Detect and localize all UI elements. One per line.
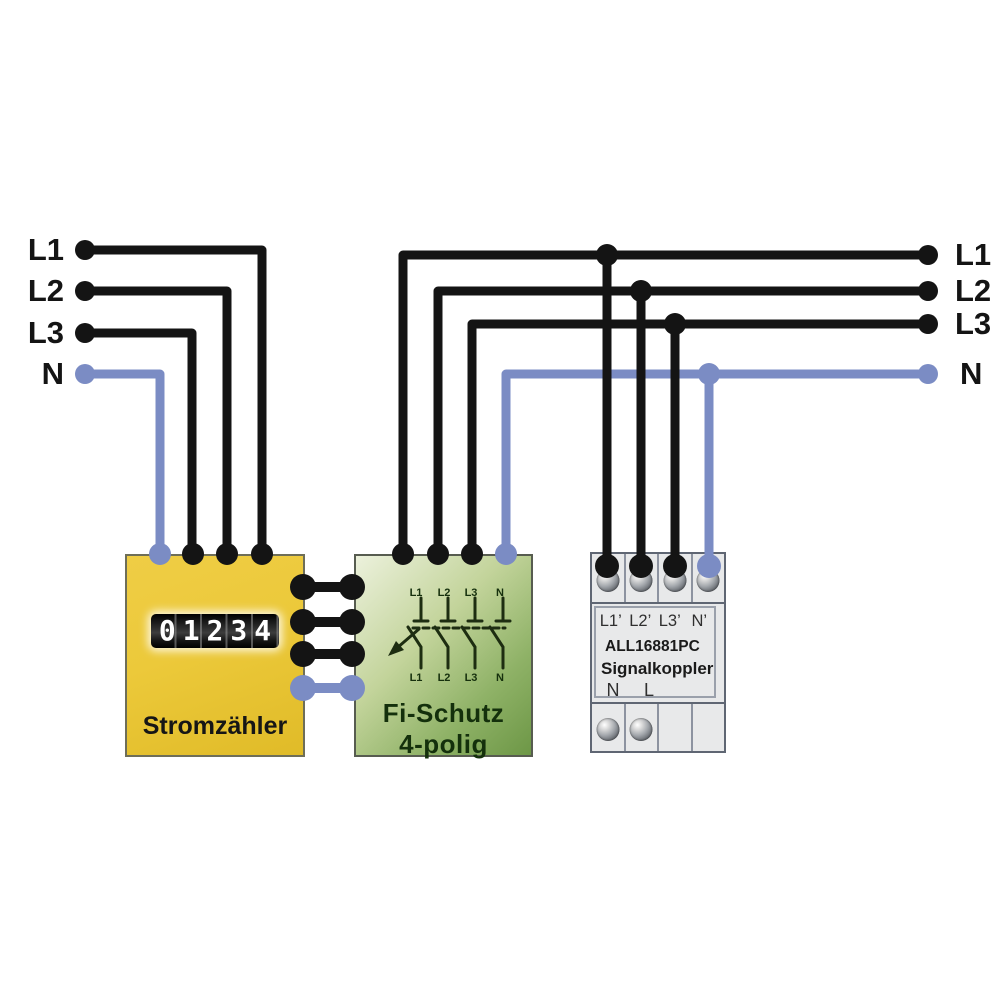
left-label-l2: L2 bbox=[27, 273, 64, 308]
coupler-output-n: N bbox=[606, 680, 620, 700]
coupler-terminal-cell bbox=[693, 704, 725, 751]
coupler-terminal-labels: L1’ L2’ L3’ N’ bbox=[596, 612, 714, 631]
rcd-title-line1: Fi-Schutz bbox=[382, 698, 505, 728]
wire-n-rcd-to-right bbox=[501, 369, 933, 555]
rcd-pole-bottom-l3: L3 bbox=[464, 672, 478, 684]
dot-l1-left bbox=[75, 240, 95, 260]
right-label-l3: L3 bbox=[955, 306, 992, 341]
wire-l1-rcd-to-right bbox=[398, 250, 933, 555]
terminal-screw-icon bbox=[629, 569, 653, 592]
counter-wheel-separators bbox=[151, 614, 279, 648]
dot-n-right bbox=[918, 364, 938, 384]
coupler-terminal-cell bbox=[592, 554, 626, 602]
coupler-terminal-cell bbox=[592, 704, 626, 751]
rcd-pole-bottom-l1: L1 bbox=[409, 672, 423, 684]
meter-name: Stromzähler bbox=[142, 712, 288, 740]
coupler-box: L1’ L2’ L3’ N’ ALL16881PC Signalkoppler … bbox=[590, 552, 726, 753]
wire-l2-rcd-to-right bbox=[433, 286, 933, 555]
meter-counter: 01234 bbox=[151, 614, 279, 648]
coupler-terminal-cell bbox=[626, 554, 659, 602]
coupler-terminal-cell bbox=[693, 554, 725, 602]
terminal-screw-icon bbox=[596, 569, 620, 592]
left-label-l1: L1 bbox=[27, 232, 64, 267]
coupler-term-l3: L3’ bbox=[658, 612, 681, 630]
rcd-pole-top-n: N bbox=[496, 587, 504, 599]
wire-l3-rcd-to-right bbox=[467, 319, 933, 555]
dot-l3-right bbox=[918, 314, 938, 334]
dot-l3-junction bbox=[664, 313, 686, 335]
rcd-pole-top-l3: L3 bbox=[464, 587, 478, 599]
coupler-terminal-cell bbox=[659, 704, 693, 751]
coupler-terminal-cell bbox=[659, 554, 693, 602]
right-label-l2: L2 bbox=[955, 273, 992, 308]
dot-l2-left bbox=[75, 281, 95, 301]
dot-l1-junction bbox=[596, 244, 618, 266]
rcd-pole-bottom-l2: L2 bbox=[437, 672, 451, 684]
dot-l2-junction bbox=[630, 280, 652, 302]
right-label-l1: L1 bbox=[955, 237, 992, 272]
dot-l3-left bbox=[75, 323, 95, 343]
dot-n-left bbox=[75, 364, 95, 384]
rcd-box: L1 L2 L3 N L1 L2 L3 N Fi-Schutz 4-polig bbox=[354, 554, 533, 759]
wire-l3-left-to-meter bbox=[80, 328, 197, 555]
wire-n-left-to-meter bbox=[80, 369, 165, 555]
terminal-screw-icon bbox=[629, 718, 653, 741]
dot-l1-right bbox=[918, 245, 938, 265]
rcd-pole-top-l1: L1 bbox=[409, 587, 423, 599]
rcd-pole-top-l2: L2 bbox=[437, 587, 451, 599]
dot-n-junction bbox=[698, 363, 720, 385]
coupler-term-n: N’ bbox=[691, 612, 708, 630]
dot-l2-right bbox=[918, 281, 938, 301]
left-label-n: N bbox=[41, 356, 64, 391]
meter-box: 01234 Stromzähler bbox=[125, 554, 305, 757]
right-label-n: N bbox=[960, 356, 983, 391]
coupler-terminal-cell bbox=[626, 704, 659, 751]
left-label-l3: L3 bbox=[27, 315, 64, 350]
coupler-model: ALL16881PC bbox=[605, 638, 700, 655]
coupler-label-panel: L1’ L2’ L3’ N’ ALL16881PC Signalkoppler … bbox=[594, 606, 716, 700]
coupler-device-name: Signalkoppler bbox=[601, 659, 714, 678]
wire-l2-left-to-meter bbox=[80, 286, 232, 555]
coupler-output-l: L bbox=[643, 680, 654, 700]
rcd-title-line2: 4-polig bbox=[399, 729, 488, 759]
terminal-screw-icon bbox=[696, 569, 720, 592]
coupler-term-l1: L1’ bbox=[599, 612, 622, 630]
coupler-output-terminal-row bbox=[592, 702, 724, 751]
terminal-screw-icon bbox=[596, 718, 620, 741]
coupler-input-terminal-row bbox=[592, 554, 724, 604]
terminal-screw-icon bbox=[663, 569, 687, 592]
rcd-pole-bottom-n: N bbox=[496, 672, 504, 684]
wire-l1-left-to-meter bbox=[80, 245, 267, 555]
coupler-term-l2: L2’ bbox=[629, 612, 652, 630]
